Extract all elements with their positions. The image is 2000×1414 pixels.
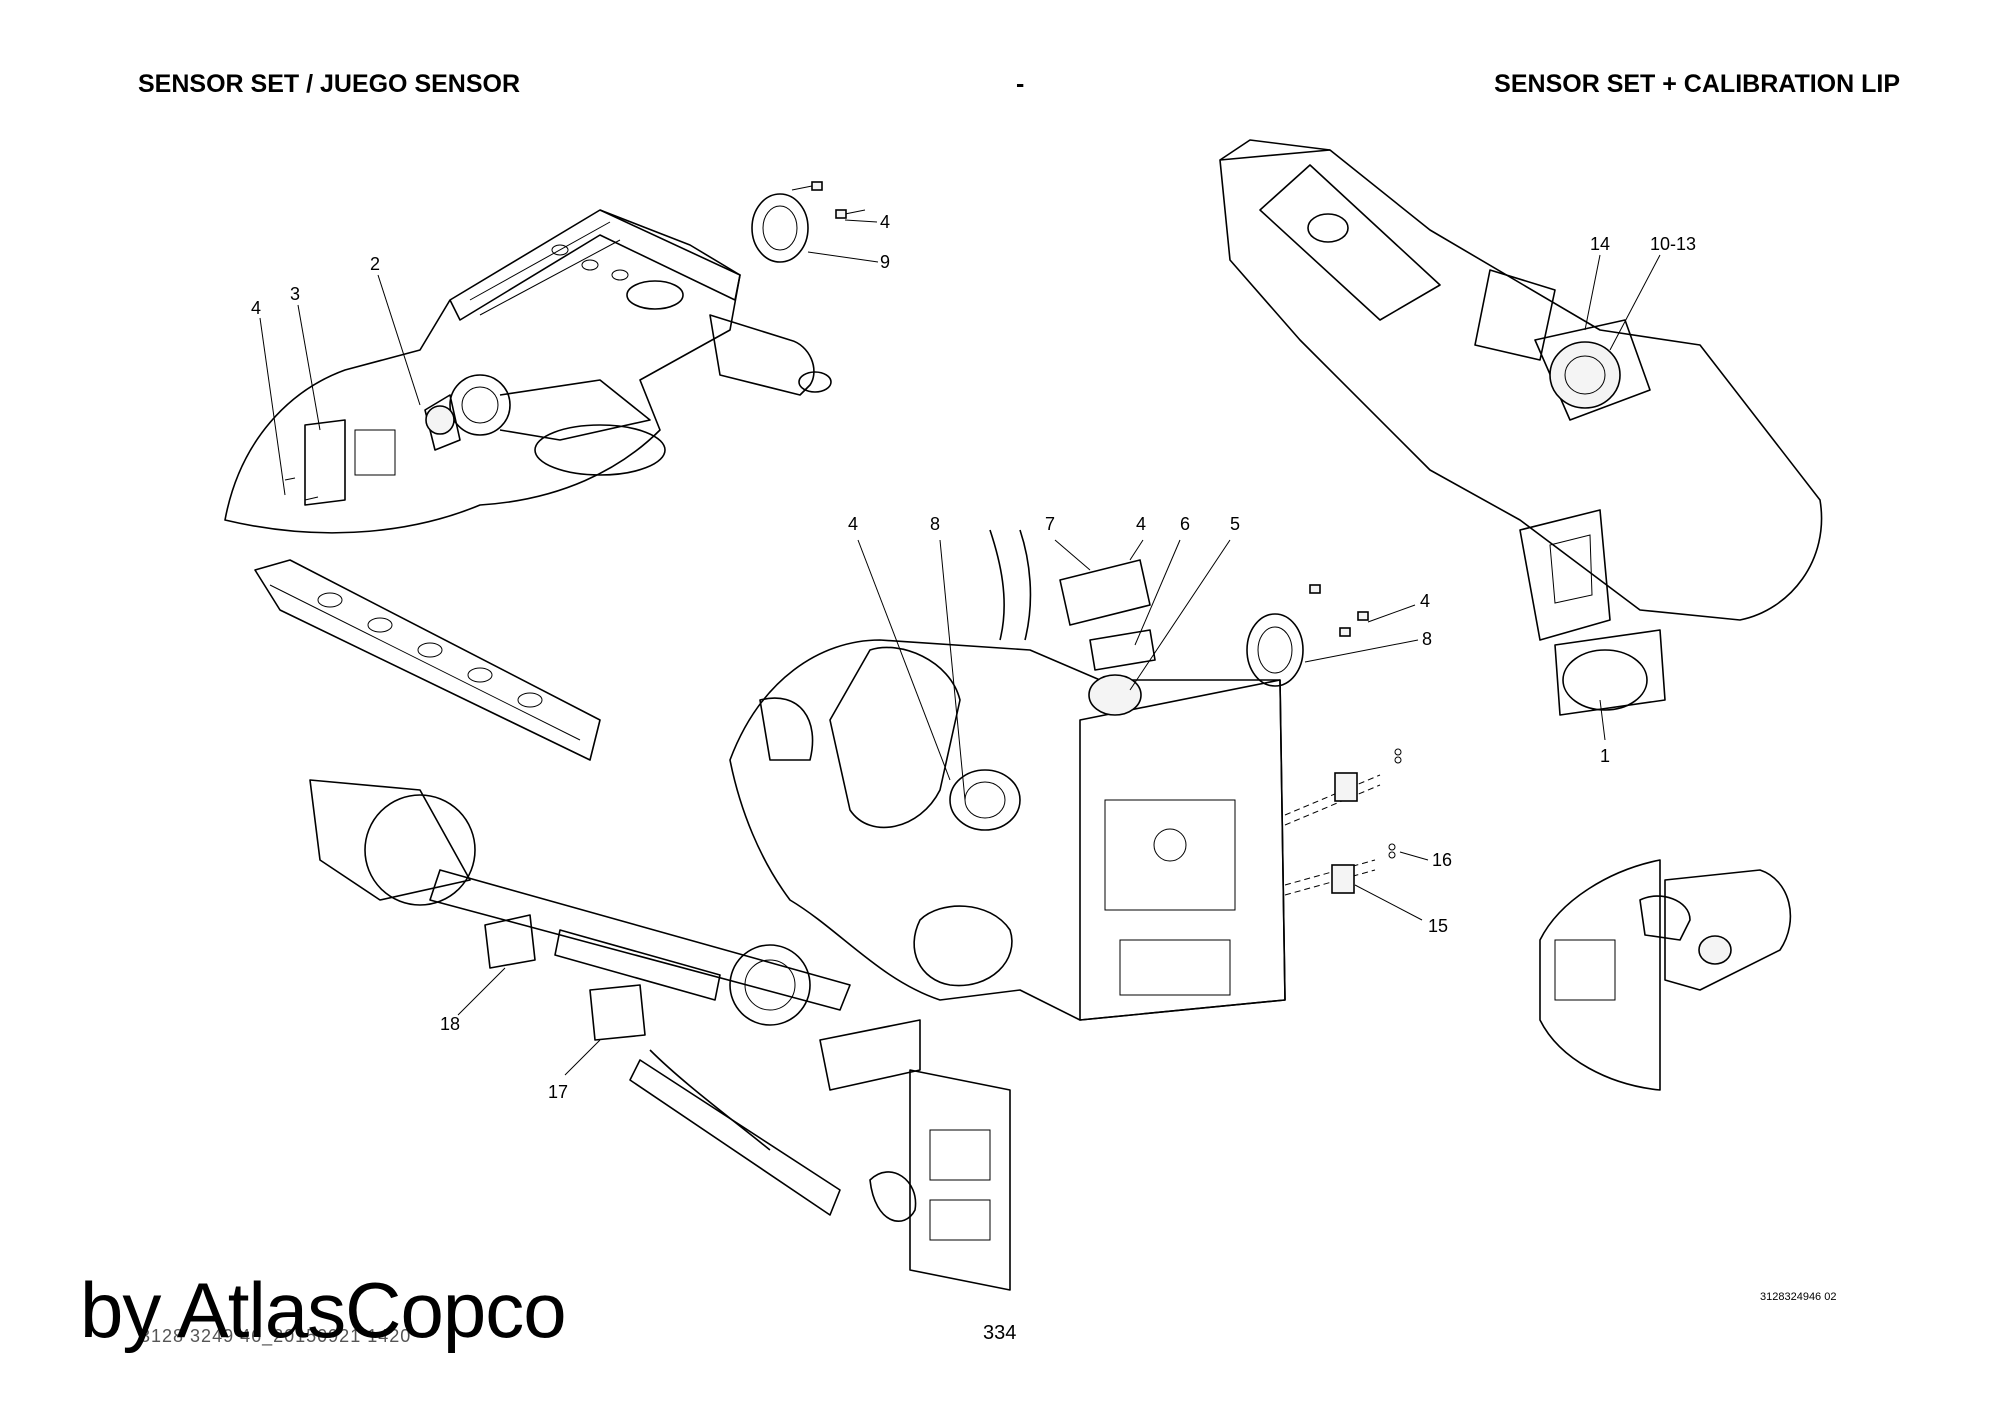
callout-5: 5: [1230, 514, 1240, 534]
callout-4-left: 4: [251, 298, 261, 318]
watermark: by AtlasCopco: [80, 1266, 567, 1354]
callout-10-13: 10-13: [1650, 234, 1696, 254]
callout-8-right: 8: [1422, 629, 1432, 649]
page-title-right: SENSOR SET + CALIBRATION LIP: [1494, 70, 1900, 98]
callout-15: 15: [1428, 916, 1448, 936]
callout-16: 16: [1432, 850, 1452, 870]
callout-4-right: 4: [1420, 591, 1430, 611]
callout-2: 2: [370, 254, 380, 274]
callout-14: 14: [1590, 234, 1610, 254]
callout-18: 18: [440, 1014, 460, 1034]
calibration-blocks: [1284, 748, 1402, 896]
callout-4-center: 4: [848, 514, 858, 534]
callout-9: 9: [880, 252, 890, 272]
boom-base-assembly: [224, 209, 832, 534]
boom-head-assembly: [729, 529, 1286, 1021]
inset-detail: [1539, 859, 1792, 1091]
seal-and-bolts-top: [751, 181, 866, 263]
page-title-left: SENSOR SET / JUEGO SENSOR: [138, 70, 521, 98]
callout-6: 6: [1180, 514, 1190, 534]
header-separator: -: [1016, 70, 1025, 98]
document-code: 3128 3249 46_20150921 1420: [140, 1326, 412, 1346]
callout-4-top: 4: [880, 212, 890, 232]
seal-and-bolts-center: [1246, 584, 1369, 687]
callout-4-bracket: 4: [1136, 514, 1146, 534]
drawing-code: 3128324946 02: [1760, 1291, 1837, 1303]
page-number: 334: [983, 1322, 1017, 1344]
leader-lines: [259, 219, 1661, 1076]
callout-7: 7: [1045, 514, 1055, 534]
callout-8-center: 8: [930, 514, 940, 534]
callout-3: 3: [290, 284, 300, 304]
callout-1: 1: [1600, 746, 1610, 766]
boom-right-assembly: [1219, 139, 1823, 716]
callout-17: 17: [548, 1082, 568, 1102]
full-boom-assembly: [254, 559, 1011, 1291]
